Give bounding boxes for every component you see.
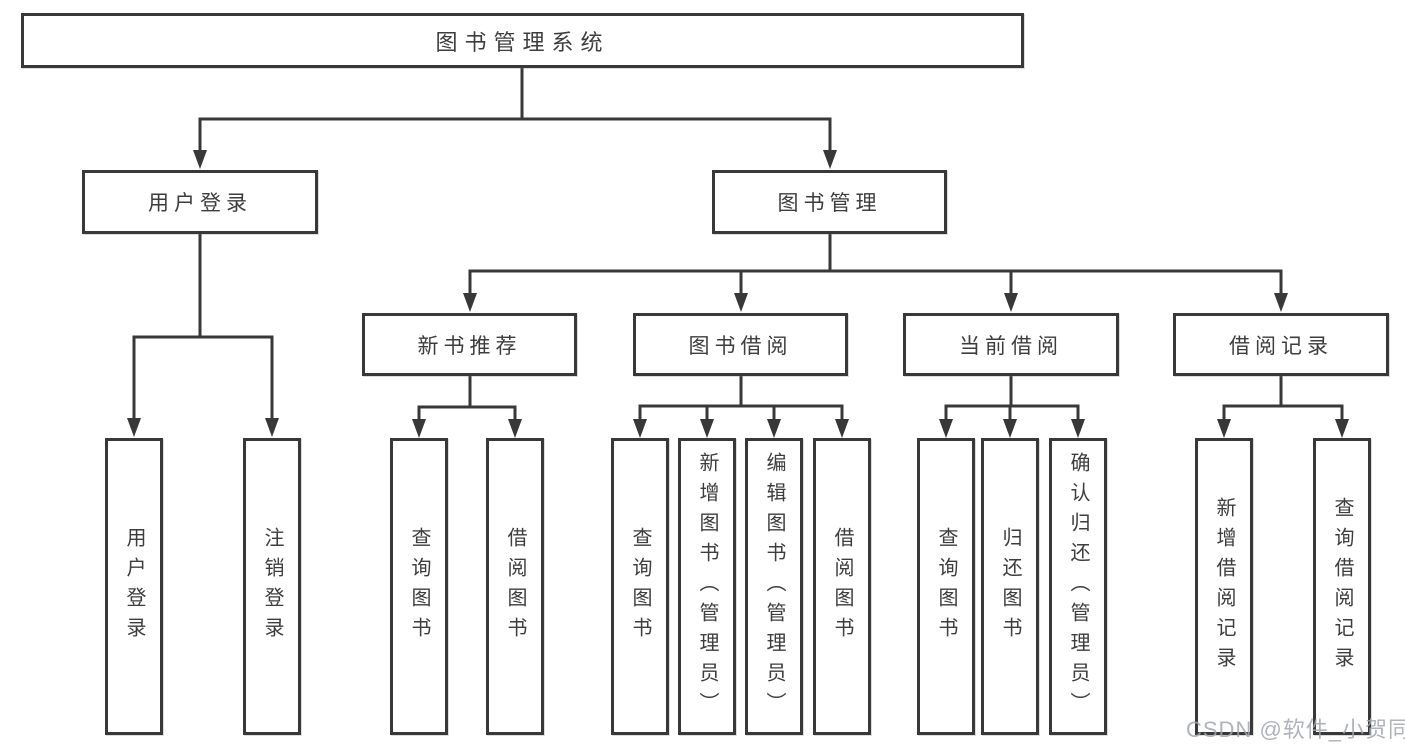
node-label: 图书管理 bbox=[777, 192, 882, 215]
leaf-label: 查询图书 bbox=[935, 526, 957, 647]
node-book-management: 图书管理 bbox=[712, 170, 947, 234]
leaf-label: 新增借阅记录 bbox=[1213, 496, 1235, 677]
leaf-label: 查询图书 bbox=[629, 526, 651, 647]
leaf-label: 编辑图书（管理员） bbox=[763, 451, 785, 722]
csdn-watermark: CSDN @软件_小贺同学 bbox=[1186, 717, 1405, 742]
leaf-label: 新增图书（管理员） bbox=[696, 451, 718, 722]
leaf-borrow-books: 借阅图书 bbox=[813, 438, 871, 735]
leaf-label: 查询借阅记录 bbox=[1331, 496, 1353, 677]
leaf-confirm-return-admin: 确认归还（管理员） bbox=[1049, 438, 1107, 735]
leaf-add-borrow-record: 新增借阅记录 bbox=[1195, 438, 1253, 735]
node-label: 图书管理系统 bbox=[435, 29, 610, 55]
leaf-return-book: 归还图书 bbox=[981, 438, 1039, 735]
node-label: 用户登录 bbox=[148, 192, 252, 215]
node-label: 当前借阅 bbox=[959, 334, 1063, 358]
node-book-borrowing: 图书借阅 bbox=[633, 313, 848, 376]
leaf-query-books-current: 查询图书 bbox=[917, 438, 975, 735]
leaf-label: 查询图书 bbox=[408, 526, 430, 647]
node-label: 借阅记录 bbox=[1229, 334, 1333, 358]
leaf-logout: 注销登录 bbox=[243, 438, 301, 735]
leaf-query-books-borrowing: 查询图书 bbox=[611, 438, 669, 735]
node-user-login: 用户登录 bbox=[82, 170, 318, 234]
leaf-label: 归还图书 bbox=[999, 526, 1021, 647]
leaf-add-book-admin: 新增图书（管理员） bbox=[678, 438, 736, 735]
node-library-management-system: 图书管理系统 bbox=[21, 13, 1024, 68]
leaf-label: 借阅图书 bbox=[504, 526, 526, 647]
leaf-label: 确认归还（管理员） bbox=[1067, 451, 1089, 722]
node-label: 新书推荐 bbox=[417, 334, 522, 358]
leaf-query-books-recommend: 查询图书 bbox=[390, 438, 448, 735]
node-current-borrowing: 当前借阅 bbox=[903, 313, 1119, 376]
node-label: 图书借阅 bbox=[688, 334, 793, 358]
leaf-user-login: 用户登录 bbox=[105, 438, 163, 735]
node-new-book-recommend: 新书推荐 bbox=[362, 313, 577, 376]
node-borrow-records: 借阅记录 bbox=[1173, 313, 1389, 376]
leaf-label: 借阅图书 bbox=[831, 526, 853, 647]
leaf-label: 用户登录 bbox=[123, 526, 145, 647]
leaf-query-borrow-record: 查询借阅记录 bbox=[1313, 438, 1371, 735]
leaf-borrow-books-recommend: 借阅图书 bbox=[486, 438, 544, 735]
leaf-edit-book-admin: 编辑图书（管理员） bbox=[745, 438, 803, 735]
leaf-label: 注销登录 bbox=[261, 526, 283, 647]
